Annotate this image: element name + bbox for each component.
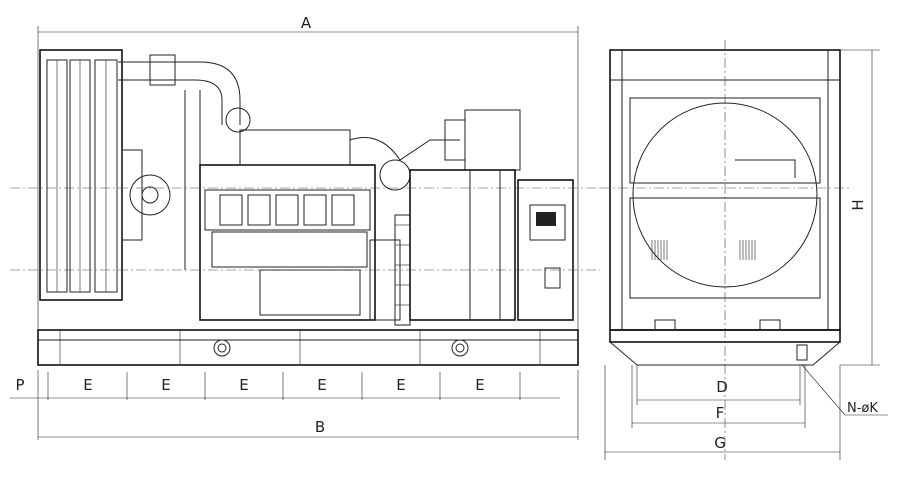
base-frame — [37, 329, 579, 366]
dimension-a-label: A — [301, 14, 312, 32]
dimension-f: F — [631, 365, 806, 428]
dimension-g: G — [604, 365, 841, 460]
dimension-f-label: F — [716, 404, 725, 422]
mount-hole-callout: N-øK — [801, 364, 888, 416]
dimension-spacing: P E E E E E E — [10, 370, 560, 440]
dimension-e-label: E — [83, 376, 92, 394]
control-panel — [517, 179, 574, 321]
dimension-b-label: B — [315, 418, 325, 436]
end-base — [609, 319, 841, 366]
dimension-p-label: P — [15, 376, 24, 394]
radiator — [39, 49, 171, 301]
dimension-e-label: E — [317, 376, 326, 394]
dimension-d: D — [636, 365, 801, 405]
end-view: H D F G N-øK — [600, 40, 888, 460]
dimension-b: B — [38, 370, 579, 440]
exhaust-pipe — [118, 54, 251, 270]
dimension-e-label: E — [239, 376, 248, 394]
dimension-g-label: G — [714, 434, 726, 452]
alternator — [409, 169, 516, 321]
dimension-a: A — [37, 14, 579, 330]
dimension-e-label: E — [396, 376, 405, 394]
side-view: A — [10, 14, 600, 440]
dimension-e-label: E — [475, 376, 484, 394]
dimension-e-label: E — [161, 376, 170, 394]
vent-grille — [651, 240, 756, 260]
dimension-h-label: H — [849, 199, 867, 210]
engine-block — [199, 129, 411, 326]
dimension-d-label: D — [716, 378, 728, 396]
mount-hole-label: N-øK — [847, 401, 878, 416]
dimension-h: H — [840, 49, 880, 366]
